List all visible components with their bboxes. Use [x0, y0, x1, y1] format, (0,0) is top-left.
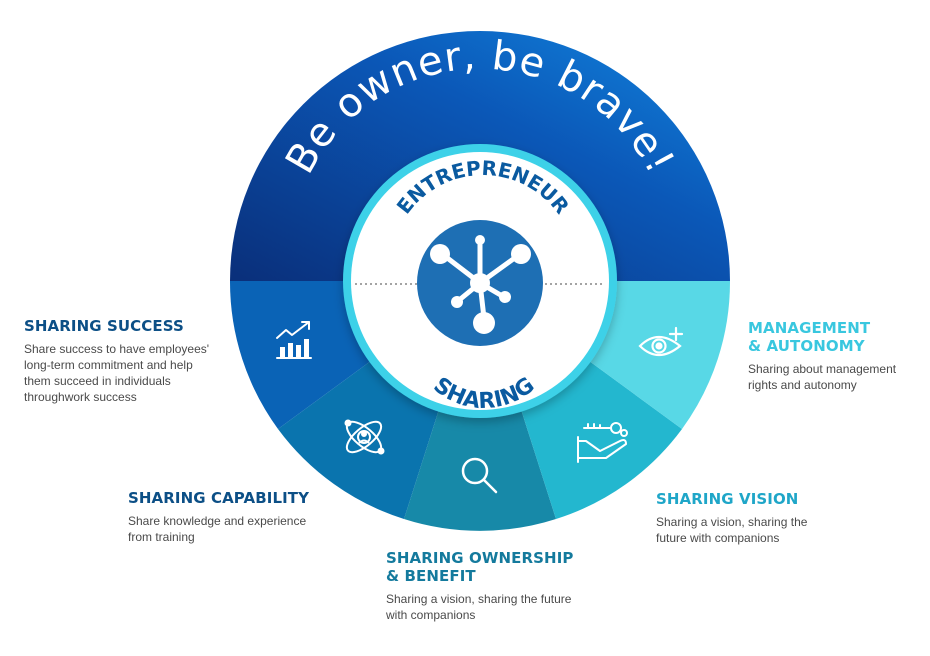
atom-people-icon: [344, 419, 385, 455]
sharing-vision-description: Sharing a vision, sharing the future wit…: [656, 515, 808, 545]
key-hand-icon: [577, 422, 628, 463]
growth-chart-icon: [276, 321, 312, 359]
eye-plus-icon: [638, 326, 684, 357]
sharing-capability-title: SHARING CAPABILITY: [128, 489, 310, 507]
sharing-ownership-description: Sharing a vision, sharing the future wit…: [386, 592, 572, 622]
sharing-capability-description: Share knowledge and experience from trai…: [128, 514, 307, 544]
management-autonomy-title: MANAGEMENT & AUTONOMY: [748, 319, 871, 355]
sharing-ownership-label: SHARING OWNERSHIP & BENEFIT Sharing a vi…: [386, 549, 606, 623]
sharing-ownership-title: SHARING OWNERSHIP & BENEFIT: [386, 549, 574, 585]
sharing-success-title: SHARING SUCCESS: [24, 317, 184, 335]
magnifier-icon: [461, 457, 498, 494]
sharing-success-label: SHARING SUCCESS Share success to have em…: [24, 317, 239, 405]
management-autonomy-label: MANAGEMENT & AUTONOMY Sharing about mana…: [748, 319, 928, 393]
sharing-vision-label: SHARING VISION Sharing a vision, sharing…: [656, 490, 846, 546]
sharing-success-description: Share success to have employees' long-te…: [24, 342, 210, 404]
management-autonomy-description: Sharing about management rights and auto…: [748, 362, 897, 392]
sharing-vision-title: SHARING VISION: [656, 490, 799, 508]
network-hub-icon: [417, 220, 543, 346]
sharing-capability-label: SHARING CAPABILITY Share knowledge and e…: [128, 489, 348, 545]
